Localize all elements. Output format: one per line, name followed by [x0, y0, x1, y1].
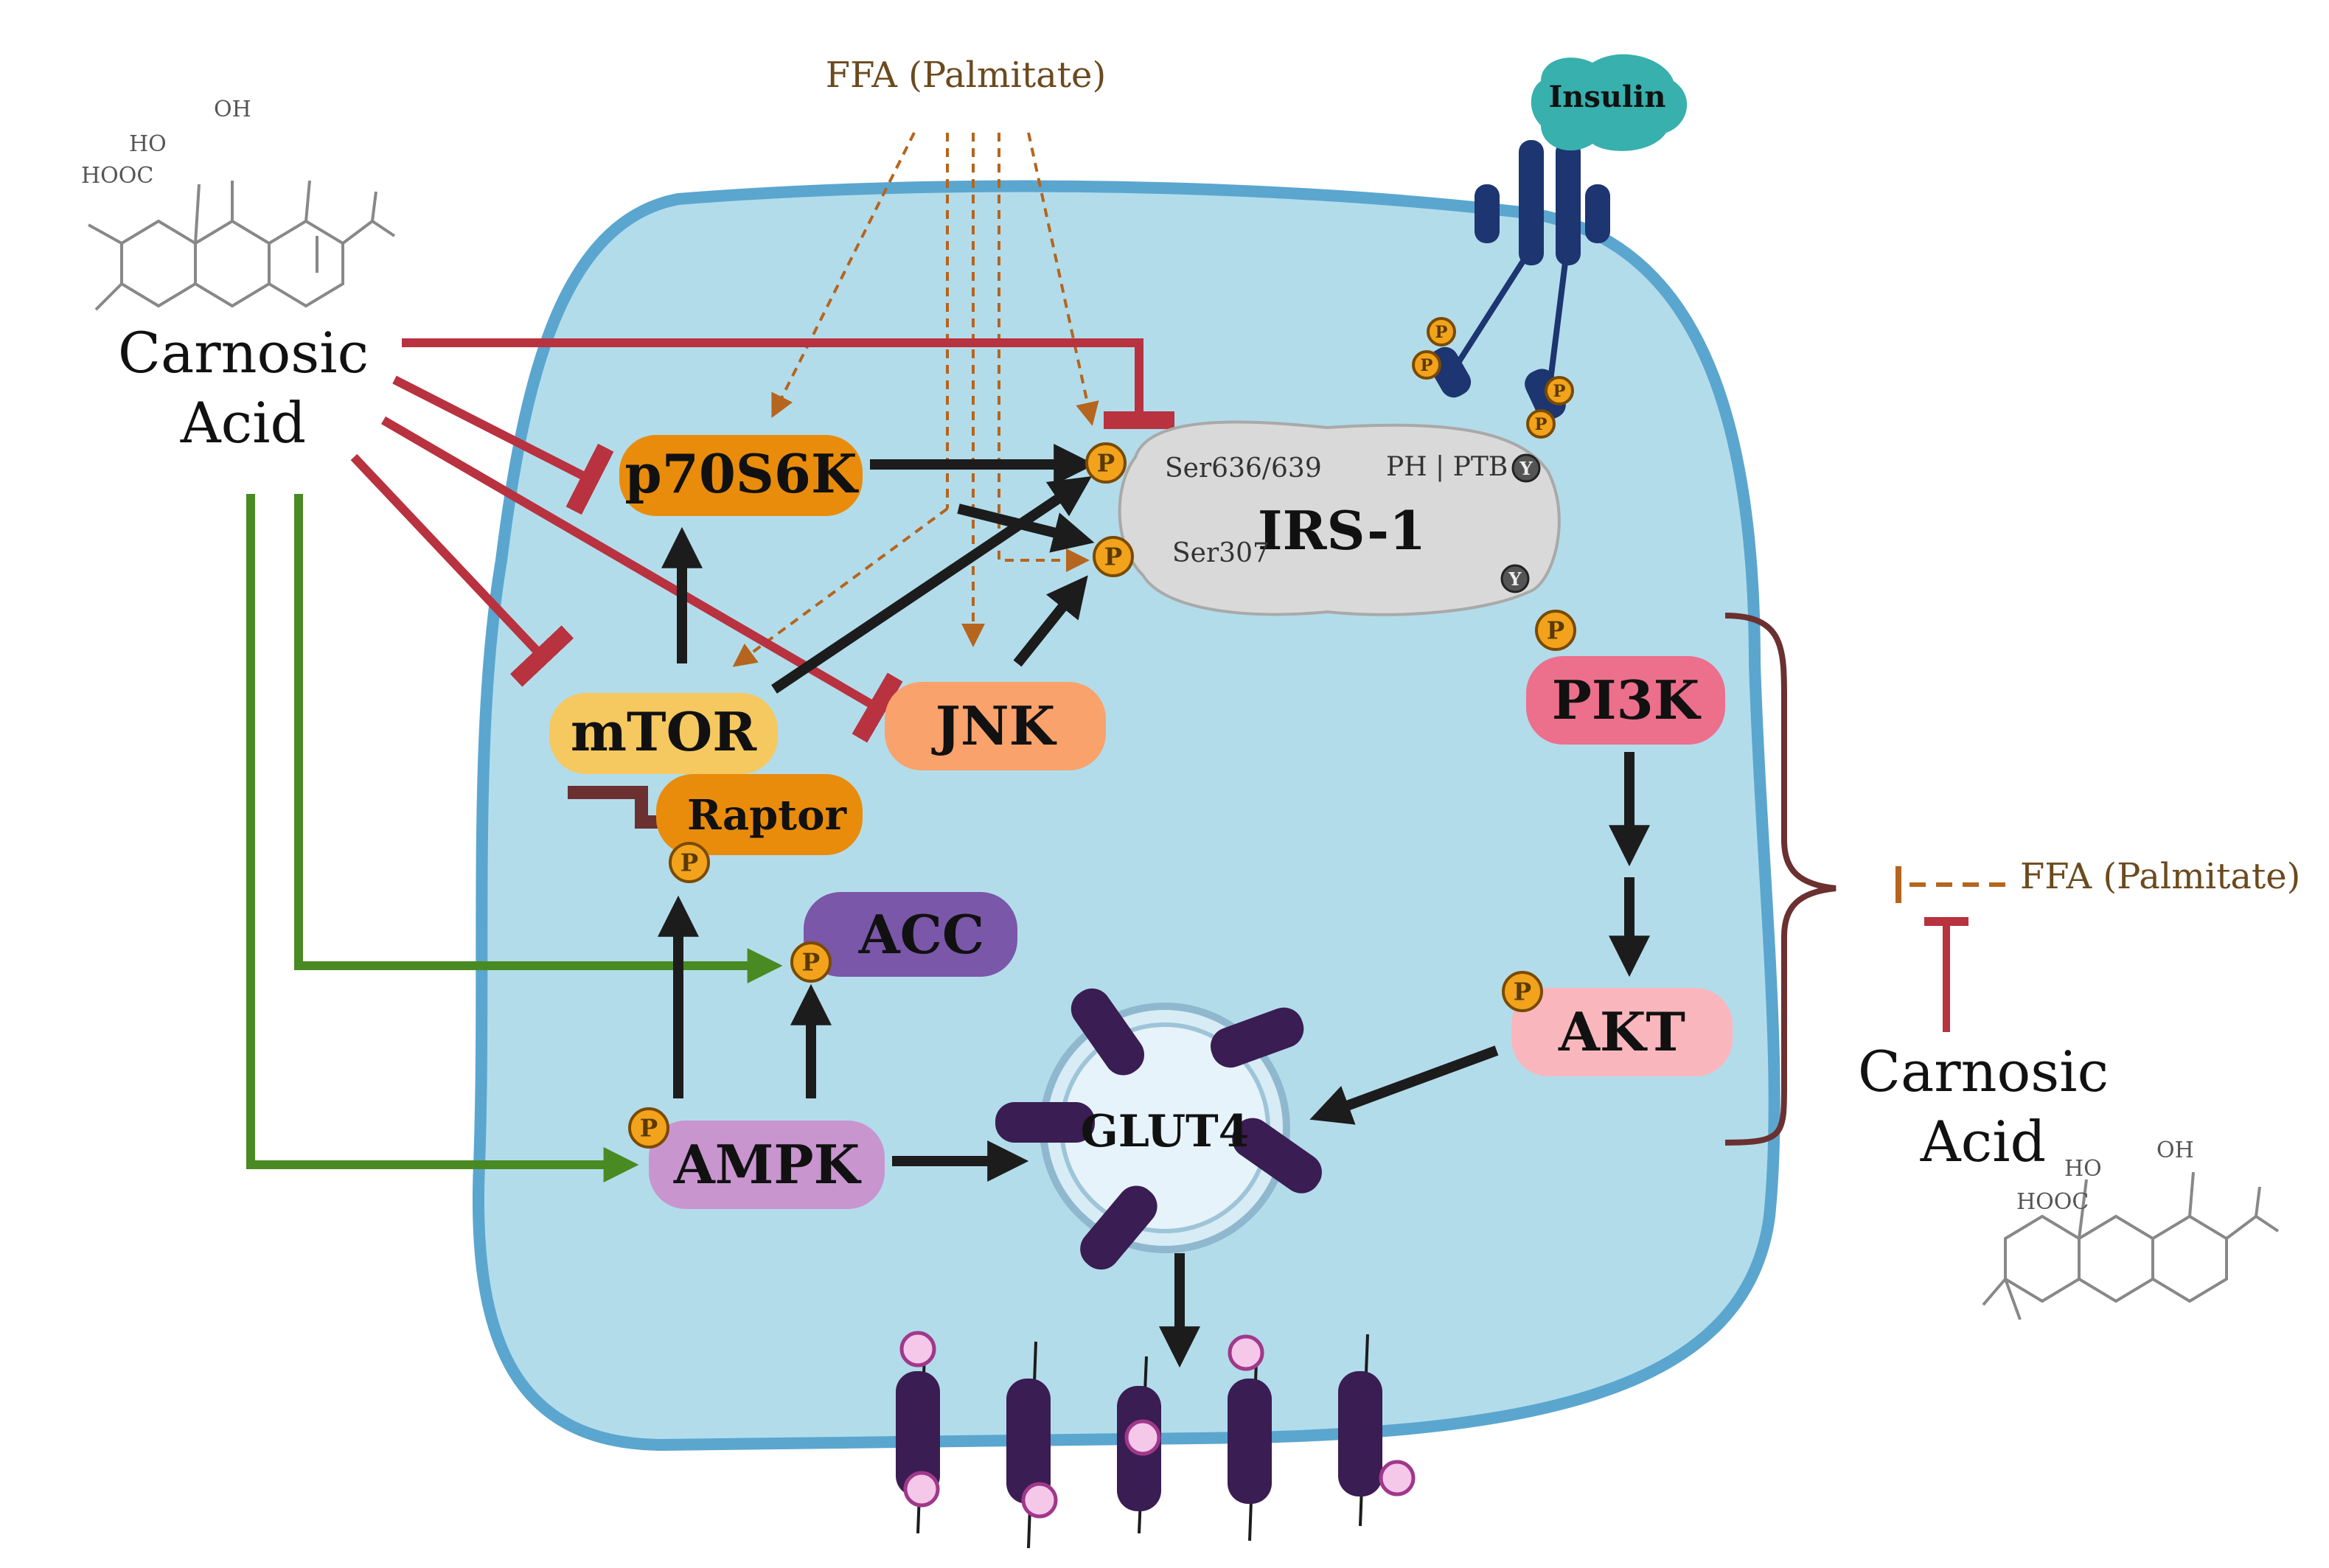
phospho-receptor-4-label: P [1535, 415, 1548, 434]
phospho-receptor-3-label: P [1553, 382, 1566, 401]
phospho-ampk-label: P [640, 1114, 658, 1143]
phospho-acc-label: P [802, 948, 820, 977]
ffa-right-inhibition [1895, 866, 2005, 1032]
phospho-receptor-1-label: P [1435, 323, 1448, 342]
akt-bracket [1724, 613, 1837, 1146]
phospho-irs1-y-circle [1535, 610, 1576, 651]
phospho-irs1-y-label: P [1547, 616, 1564, 645]
phospho-ser307-label: P [1104, 543, 1122, 571]
phospho-raptor-label: P [680, 849, 698, 877]
insulin-label: Insulin [1549, 80, 1666, 114]
chem-hooc-right: HOOC [2016, 1189, 2089, 1215]
raptor-label: Raptor [687, 791, 847, 840]
chem-ho-left: HO [129, 131, 167, 157]
ffa-top-label: FFA (Palmitate) [826, 55, 1106, 96]
irs1-label: IRS-1 [1258, 499, 1426, 562]
jnk-protein: JNK [885, 682, 1106, 770]
acc-label: ACC [858, 903, 984, 966]
phospho-raptor-circle [669, 842, 710, 883]
carnosic-acid-right-line1: Carnosic [1858, 1039, 2109, 1104]
ser636-label: Ser636/639 [1165, 453, 1322, 484]
pi3k-protein: PI3K [1526, 656, 1725, 745]
phospho-receptor-1-circle [1427, 317, 1456, 346]
carnosic-acid-left-line1: Carnosic [118, 320, 369, 386]
jnk-label: JNK [931, 694, 1057, 757]
mtor-protein: mTOR [549, 693, 778, 774]
chem-hooc-left: HOOC [81, 163, 153, 189]
tyr-ptb-circle [1511, 453, 1541, 483]
carnosic-acid-structure-left [88, 180, 396, 311]
phospho-ser636-label: P [1097, 449, 1115, 478]
pi3k-label: PI3K [1552, 669, 1702, 731]
p70s6k-protein: p70S6K [619, 435, 863, 516]
membrane-glut4-transporters [896, 1331, 1416, 1549]
pathway-arrows [658, 444, 1650, 1368]
raptor-protein: Raptor [656, 774, 863, 855]
phospho-ampk-circle [628, 1107, 669, 1149]
p70s6k-label: p70S6K [624, 442, 859, 505]
chem-oh-left: OH [214, 97, 251, 122]
acc-protein: ACC [804, 892, 1017, 977]
phospho-receptor-2-circle [1412, 350, 1441, 380]
ph-ptb-label: PH | PTB [1386, 452, 1508, 482]
tyr-ptb-label: Y [1519, 458, 1533, 479]
chem-ho-right: HO [2064, 1156, 2102, 1182]
ser307-label: Ser307 [1172, 538, 1270, 568]
tyr-c-term-label: Y [1508, 568, 1522, 590]
tyr-c-term-circle [1500, 564, 1530, 593]
mtor-label: mTOR [571, 700, 757, 763]
akt-label: AKT [1558, 1000, 1685, 1063]
phospho-ser636-circle [1085, 442, 1127, 484]
carnosic-acid-structure-right [1982, 1171, 2280, 1320]
irs1-protein: IRS-1 Ser636/639 Ser307 PH | PTB [1118, 420, 1561, 616]
chem-oh-right: OH [2156, 1137, 2194, 1163]
carnosic-acid-left-line2: Acid [180, 390, 306, 456]
glut4-vesicle: GLUT4 [995, 988, 1322, 1270]
ffa-right-label: FFA (Palmitate) [2020, 856, 2300, 897]
insulin-ligand: Insulin [1531, 54, 1688, 151]
carnosic-acid-right-line2: Acid [1920, 1109, 2046, 1174]
phospho-receptor-2-label: P [1421, 356, 1433, 375]
inhibition-lines-left [350, 338, 1174, 743]
phospho-akt-circle [1502, 971, 1543, 1012]
ampk-protein: AMPK [649, 1121, 885, 1209]
activation-arrows [246, 494, 783, 1182]
phospho-receptor-4-circle [1526, 409, 1556, 439]
phospho-acc-circle [790, 941, 832, 983]
akt-protein: AKT [1511, 988, 1733, 1076]
phospho-receptor-3-circle [1545, 376, 1574, 405]
glut4-label: GLUT4 [1081, 1106, 1250, 1157]
ampk-label: AMPK [673, 1133, 862, 1196]
phospho-akt-label: P [1514, 978, 1531, 1006]
phospho-ser307-circle [1093, 536, 1134, 577]
